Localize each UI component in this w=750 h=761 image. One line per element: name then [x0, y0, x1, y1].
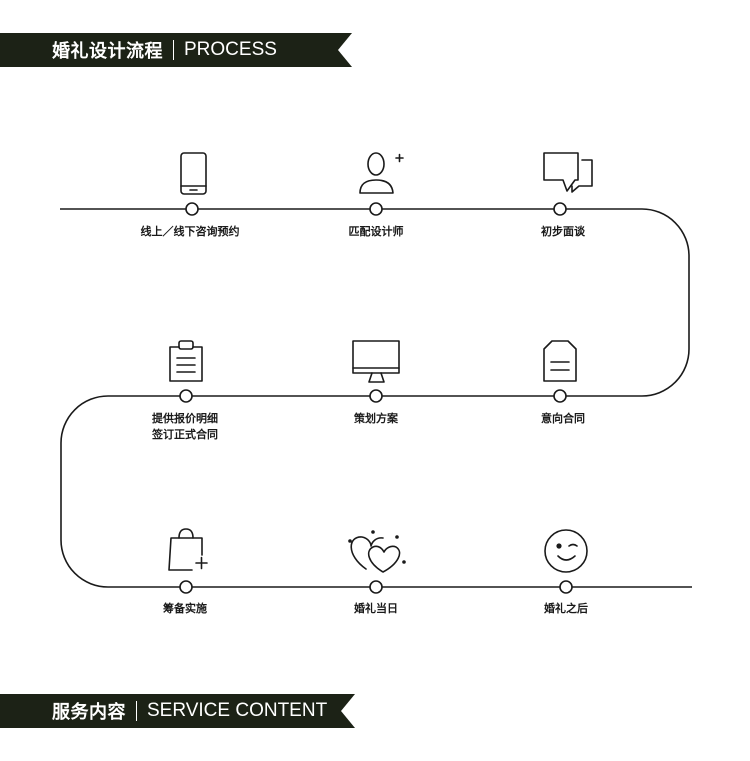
shopping-bag-icon [168, 528, 208, 571]
add-user-icon [359, 152, 404, 194]
step-label-5: 策划方案 [354, 412, 398, 425]
step-label-1: 线上／线下咨询预约 [140, 225, 240, 238]
hearts-icon [348, 530, 406, 573]
step-label-3: 初步面谈 [541, 225, 585, 238]
step-node-3 [553, 202, 567, 216]
step-label-9: 婚礼之后 [544, 602, 588, 615]
monitor-icon [352, 340, 400, 383]
document-icon [543, 340, 577, 382]
phone-icon [180, 152, 207, 195]
step-node-4 [553, 389, 567, 403]
step-label-4: 意向合同 [541, 412, 585, 425]
process-title-cn: 婚礼设计流程 [52, 41, 163, 62]
step-node-9 [559, 580, 573, 594]
step-node-1 [185, 202, 199, 216]
chat-bubbles-icon [543, 152, 593, 193]
step-label-8: 婚礼当日 [354, 602, 398, 615]
step-node-7 [179, 580, 193, 594]
step-node-8 [369, 580, 383, 594]
clipboard-icon [169, 340, 203, 382]
step-node-5 [369, 389, 383, 403]
step-node-2 [369, 202, 383, 216]
smiley-wink-icon [544, 529, 588, 573]
step-node-6 [179, 389, 193, 403]
service-title-en: SERVICE CONTENT [147, 700, 328, 721]
process-title-en: PROCESS [184, 39, 277, 60]
step-label-6: 提供报价明细 签订正式合同 [152, 412, 218, 441]
banner-divider [173, 40, 174, 60]
step-label-2: 匹配设计师 [348, 225, 404, 238]
process-banner: 婚礼设计流程 PROCESS [0, 33, 352, 67]
service-title-cn: 服务内容 [52, 702, 126, 723]
banner-divider [136, 701, 137, 721]
step-label-7: 筹备实施 [163, 602, 207, 615]
service-banner: 服务内容 SERVICE CONTENT [0, 694, 355, 728]
